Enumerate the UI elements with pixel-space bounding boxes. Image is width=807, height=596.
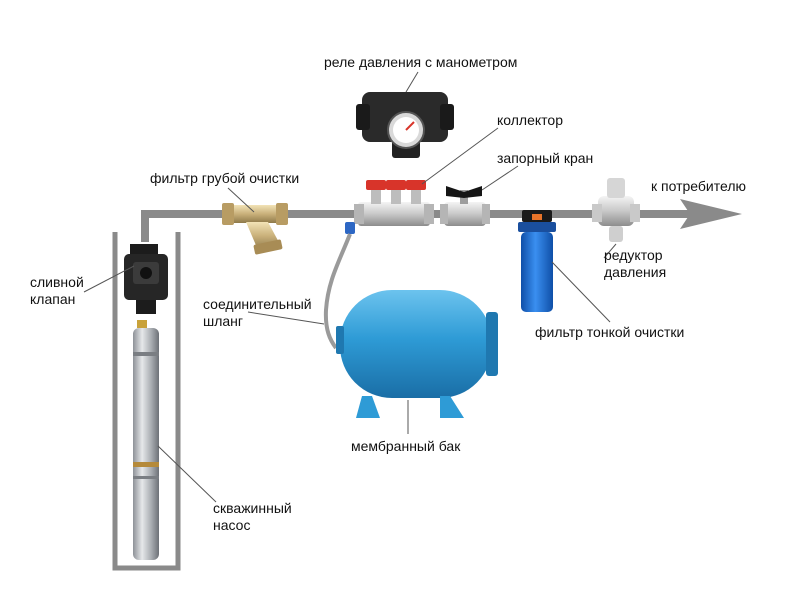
leader-pressure-relay — [405, 71, 419, 93]
leader-drain-valve — [83, 265, 135, 293]
label-pressure-relay: реле давления с манометром — [324, 54, 518, 70]
main-pipe — [141, 210, 690, 242]
leader-well-pump — [157, 445, 217, 503]
label-drain-valve-line1: сливной — [30, 274, 84, 290]
label-pressure-reducer-line1: редуктор — [604, 247, 663, 263]
label-fine-filter: фильтр тонкой очистки — [535, 324, 685, 340]
shutoff-valve — [440, 186, 490, 226]
drain-valve — [124, 244, 168, 314]
leader-coarse-filter — [227, 187, 255, 213]
well-pump — [133, 320, 159, 560]
manifold — [354, 180, 434, 226]
label-well-pump: скважинный насос — [213, 500, 292, 534]
label-pressure-reducer: редуктор давления — [604, 247, 666, 281]
label-manifold: коллектор — [497, 112, 563, 128]
leader-pressure-reducer — [603, 243, 617, 259]
label-membrane-tank: мембранный бак — [351, 438, 461, 454]
pressure-relay — [356, 92, 454, 158]
membrane-tank — [336, 290, 498, 418]
well-casing — [112, 232, 181, 571]
label-connecting-hose: соединительный шланг — [203, 296, 312, 330]
label-shutoff-valve: запорный кран — [497, 150, 594, 166]
leader-fine-filter — [551, 261, 611, 323]
label-connecting-hose-line1: соединительный — [203, 296, 312, 312]
leader-shutoff-valve — [481, 165, 519, 191]
label-to-consumer: к потребителю — [651, 178, 746, 194]
label-coarse-filter: фильтр грубой очистки — [150, 170, 300, 186]
label-well-pump-line2: насос — [213, 517, 251, 533]
label-pressure-reducer-line2: давления — [604, 264, 667, 280]
leader-connecting-hose — [247, 311, 325, 325]
leader-manifold — [421, 127, 499, 185]
pressure-reducer — [592, 178, 640, 242]
label-drain-valve: сливной клапан — [30, 274, 84, 308]
label-well-pump-line1: скважинный — [213, 500, 292, 516]
coarse-filter — [222, 203, 288, 255]
connecting-hose — [323, 222, 355, 350]
label-connecting-hose-line2: шланг — [203, 313, 244, 329]
flow-arrow — [680, 199, 742, 229]
label-drain-valve-line2: клапан — [30, 291, 76, 307]
fine-filter — [518, 210, 556, 312]
